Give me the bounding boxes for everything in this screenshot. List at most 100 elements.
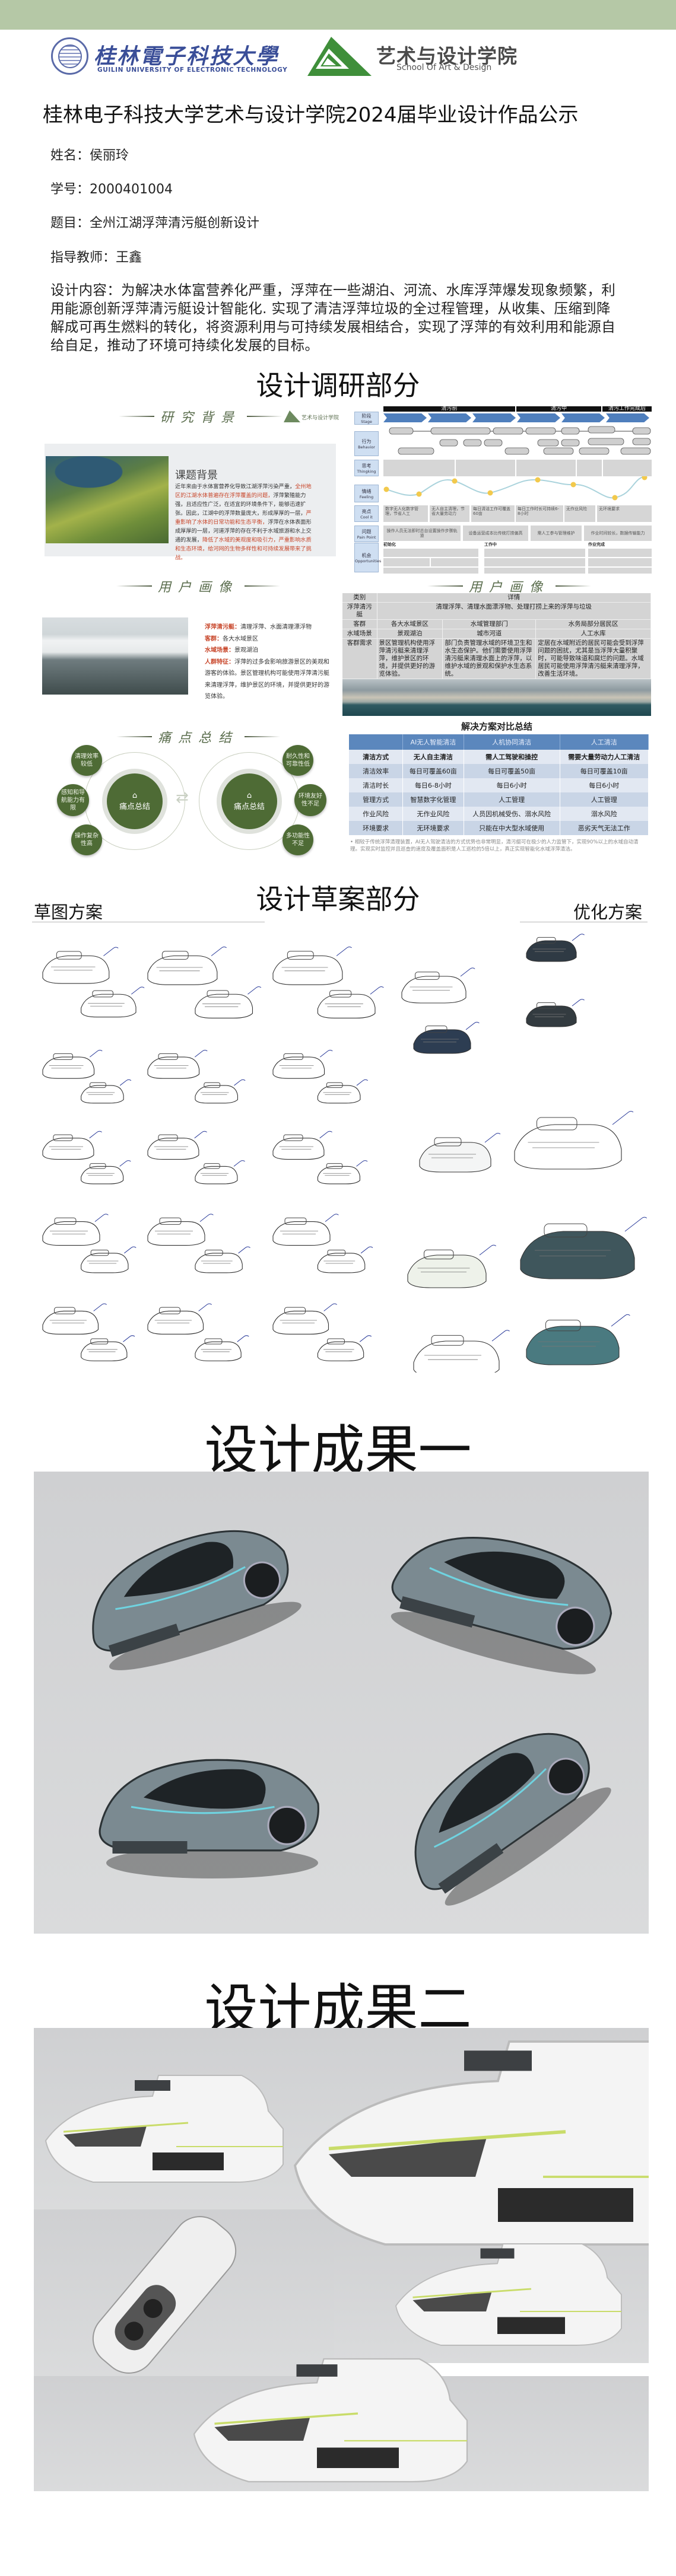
pain-core-left: ⌂痛点总结 — [102, 769, 167, 834]
sketch-cabin — [326, 1163, 343, 1169]
behavior-flow — [389, 426, 651, 455]
sketch-detail — [49, 1320, 87, 1324]
annotation-line — [131, 986, 145, 995]
sketch-cabin — [204, 1338, 223, 1345]
sketch-detail — [50, 1231, 88, 1234]
stage-arrow — [606, 413, 649, 422]
sketch-cabin — [326, 1082, 343, 1088]
thinking-cell — [456, 460, 515, 476]
annotation-line — [238, 1246, 250, 1254]
pain-node: 多功能性不足 — [283, 824, 313, 855]
sketch-cabin — [544, 1223, 588, 1238]
boat-renders-dark — [92, 1530, 612, 1906]
sketch-detail — [538, 1341, 600, 1347]
sketch-hull — [526, 1005, 577, 1027]
behavior-node — [588, 438, 624, 445]
column-header: AI无人智能清洁 — [402, 734, 464, 750]
sketch-board — [34, 923, 649, 1377]
cleaning-boat-render — [293, 2040, 649, 2246]
behavior-node — [588, 426, 615, 434]
sketch-hull — [195, 994, 253, 1019]
annotation-line — [198, 1303, 212, 1311]
opportunity-cell — [588, 549, 652, 557]
behavior-node — [504, 447, 529, 455]
sketch-detail — [201, 1260, 233, 1264]
row-label-cn: 情绪 — [361, 488, 372, 494]
table-cell: 需人工驾驶和操控 — [464, 750, 560, 764]
university-name-cn: 桂林電子科技大學 — [94, 44, 280, 69]
stage-arrow — [428, 413, 471, 422]
background-paragraph: 近年来由于水体富营养化导致江湖浮萍污染严重，全州地区的江湖水体普遍存在浮萍覆盖的… — [175, 482, 316, 562]
pain-node: 感知和导航能力有限 — [57, 784, 89, 816]
sketch-detail — [154, 1320, 192, 1324]
cleaning-boat-render-bottom — [92, 2216, 237, 2374]
annotation-line — [572, 999, 585, 1007]
sketch-cabin — [92, 990, 114, 998]
persona-value: 浮萍的过多会影响旅游景区的美观和游客的体验。景区管理机构可能使用浮萍清污艇来清理… — [205, 658, 329, 700]
emotion-face-icon — [452, 478, 458, 484]
cool-point-cell: 每日清洁工作可覆盖60亩 — [471, 505, 515, 522]
annotation-line — [90, 1050, 103, 1058]
behavior-node — [493, 427, 523, 435]
persona-label: 人群特征： — [205, 658, 234, 666]
row-label-en: Opportunities — [355, 558, 382, 563]
behavior-node — [561, 427, 580, 435]
annotation-line — [124, 1246, 137, 1254]
swap-arrows-icon: ⇄ — [176, 789, 189, 807]
sketch-hull — [147, 955, 218, 985]
annotation-line — [460, 967, 475, 977]
table-cell: 智慧数字化管理 — [402, 792, 464, 807]
algae-lake-photo — [46, 456, 169, 543]
sketch-hull — [81, 994, 137, 1018]
journey-phase: 清污前 — [383, 406, 515, 412]
sketch-cabin — [284, 1217, 307, 1225]
sketch-cabin — [158, 1053, 178, 1060]
emotion-face-icon — [487, 490, 493, 496]
thinking-cell — [383, 460, 455, 476]
thinking-cell — [603, 460, 652, 476]
row-label-cn: 问题 — [361, 528, 372, 534]
table-cell: 恶劣天气无法工作 — [560, 821, 649, 835]
divider — [32, 921, 265, 923]
table-row: 清洁效率每日可覆盖60亩每日可覆盖50亩每日可覆盖10亩 — [349, 764, 649, 778]
behavior-node — [620, 447, 651, 455]
sketch-detail — [535, 1250, 611, 1256]
cell: 定居在水域附近的居民可能会受到浮萍问题的困扰，尤其是当浮萍大量积聚时，可能导致味… — [535, 638, 651, 679]
table-cell: 人工管理 — [560, 792, 649, 807]
persona-ornament: 用户画像 — [116, 577, 281, 596]
student-name: 姓名：侯丽玲 — [50, 148, 129, 163]
annotation-line — [119, 1160, 131, 1167]
opportunity-group-label: 工作中 — [484, 542, 497, 547]
sketch-cabin — [283, 1053, 303, 1060]
annotation-line — [320, 1050, 333, 1058]
sketch-detail — [417, 1268, 470, 1272]
sketch-hull — [413, 1029, 471, 1054]
row-label-en: Thingking — [357, 469, 376, 474]
sketch-detail — [202, 1003, 241, 1007]
sketch-cabin — [53, 1307, 76, 1314]
stage-arrow — [517, 413, 560, 422]
sketch-section-title: 设计草案部分 — [256, 883, 420, 915]
sketch-cabin — [53, 1053, 73, 1060]
header-band — [0, 0, 676, 30]
annotation-line — [360, 1246, 373, 1254]
house-icon: ⌂ — [246, 791, 252, 800]
annotation-line — [237, 1335, 249, 1342]
sketch-detail — [323, 1173, 351, 1176]
row-label: 清洁时长 — [349, 778, 404, 792]
sketch-detail — [87, 1260, 119, 1264]
column-header: 人工清洁 — [560, 734, 649, 750]
table-cell: 每日可覆盖60亩 — [402, 764, 464, 778]
persona-item: 人群特征：浮萍的过多会影响旅游景区的美观和游客的体验。景区管理机构可能使用浮萍清… — [205, 657, 329, 703]
table-cell: 需要大量劳动力人工清洁 — [560, 750, 649, 764]
sketch-detail — [323, 1092, 352, 1095]
sketch-hull — [419, 1142, 491, 1173]
sketch-hull — [42, 1138, 94, 1160]
cleaning-boat-render — [391, 1537, 612, 1674]
opportunity-cell — [383, 549, 478, 557]
annotation-line — [359, 1335, 372, 1342]
